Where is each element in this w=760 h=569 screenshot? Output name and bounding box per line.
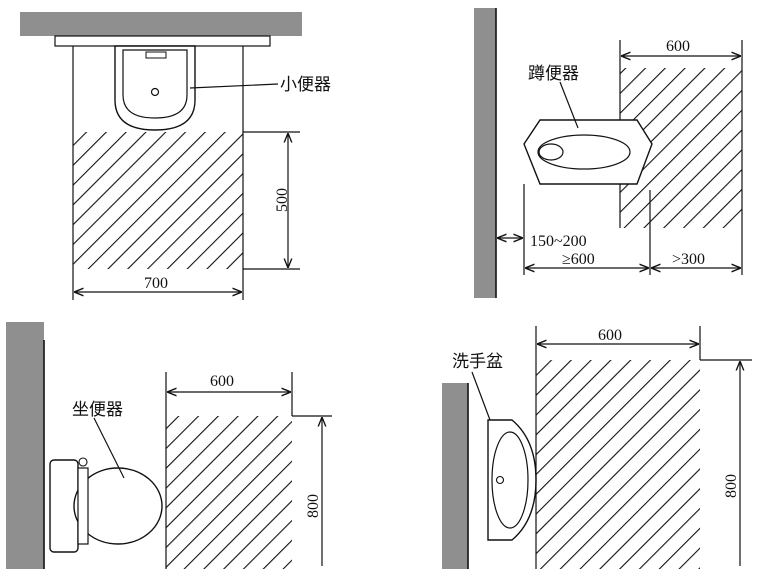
clearance-zone xyxy=(73,132,243,269)
drain-icon xyxy=(495,475,505,485)
wall-left xyxy=(6,322,44,569)
drain-icon xyxy=(538,143,564,161)
fixture-label: 小便器 xyxy=(280,75,331,95)
zone-depth-label: 800 xyxy=(305,494,322,518)
panel-washbasin: 洗手盆 600 800 xyxy=(442,326,752,569)
panel-squat-toilet: 600 蹲便器 150~200 ≥600 >300 xyxy=(474,8,743,298)
panel-seated-toilet: 坐便器 600 800 xyxy=(6,322,332,569)
squat-toilet-fixture xyxy=(523,119,653,185)
drain-icon xyxy=(150,87,160,97)
fixture-label-leader xyxy=(93,417,125,479)
zone-width-label: 600 xyxy=(210,373,234,390)
fixture-label: 坐便器 xyxy=(72,400,123,420)
width-dimension-label: 700 xyxy=(144,275,168,292)
panel-urinal: 小便器 500 700 xyxy=(20,12,331,300)
wall-top xyxy=(20,12,302,36)
wall-left xyxy=(442,383,468,569)
urinal-fixture xyxy=(114,45,196,131)
clearance-label: >300 xyxy=(672,251,705,268)
clearance-zone xyxy=(166,416,292,569)
fixture-label: 蹲便器 xyxy=(528,64,579,84)
fixture-label: 洗手盆 xyxy=(452,352,503,372)
seated-toilet-fixture xyxy=(49,457,163,553)
zone-width-label: 600 xyxy=(666,38,690,55)
depth-dimension-label: 500 xyxy=(274,188,291,212)
wall-offset-label: 150~200 xyxy=(530,233,587,250)
bowl xyxy=(73,467,163,545)
zone-depth-label: 800 xyxy=(723,474,740,498)
fixture-label-leader xyxy=(189,83,279,89)
urinal-mount-plate xyxy=(54,35,271,47)
wall-left xyxy=(474,8,496,298)
fixture-label-leader xyxy=(559,81,579,129)
washbasin-fixture xyxy=(487,419,537,541)
fixture-label-leader xyxy=(471,371,491,421)
zone-width-label: 600 xyxy=(598,327,622,344)
clearance-zone xyxy=(536,360,700,569)
fixture-length-label: ≥600 xyxy=(562,251,595,268)
